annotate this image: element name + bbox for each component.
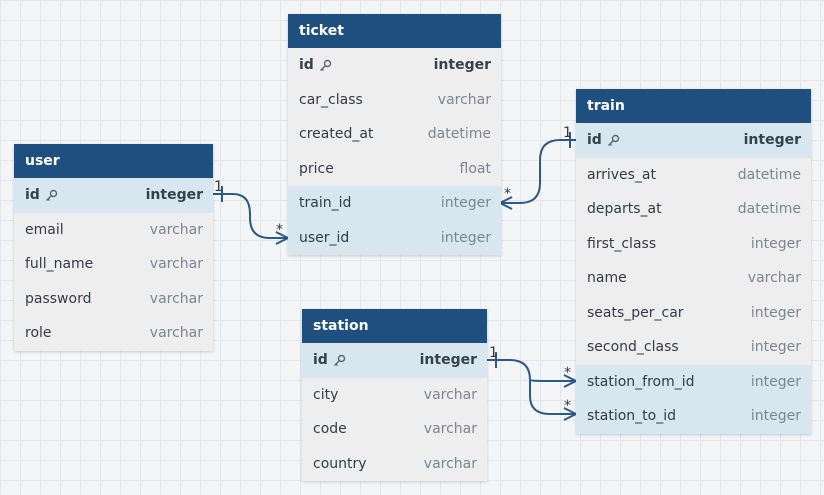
field-type: integer xyxy=(750,235,801,252)
field-name: car_class xyxy=(299,91,363,108)
field-name: arrives_at xyxy=(587,166,656,183)
field-name: seats_per_car xyxy=(587,304,684,321)
field-name: created_at xyxy=(299,126,374,143)
relation-train-station-from xyxy=(487,359,576,382)
field-name: id xyxy=(25,187,40,204)
field-row[interactable]: arrives_at datetime xyxy=(576,158,811,193)
field-name: station_to_id xyxy=(587,408,677,425)
field-row[interactable]: city varchar xyxy=(302,378,487,413)
table-station[interactable]: station id integer city varchar code var… xyxy=(302,309,487,481)
field-row[interactable]: id integer xyxy=(302,343,487,378)
field-row[interactable]: code varchar xyxy=(302,412,487,447)
field-type: integer xyxy=(750,408,801,425)
field-row[interactable]: role varchar xyxy=(14,316,213,351)
field-row[interactable]: id integer xyxy=(14,178,213,213)
cardinality-train-station-to-many: * xyxy=(564,398,571,414)
field-row[interactable]: id integer xyxy=(576,123,811,158)
table-station-header[interactable]: station xyxy=(302,309,487,343)
table-user-header[interactable]: user xyxy=(14,144,213,178)
cardinality-ticket-user-many: * xyxy=(276,222,283,238)
field-type: integer xyxy=(440,195,491,212)
table-ticket[interactable]: ticket id integer car_class varchar crea… xyxy=(288,14,501,255)
field-name: id xyxy=(587,132,602,149)
field-type: varchar xyxy=(423,386,477,403)
field-name: departs_at xyxy=(587,201,662,218)
field-type: varchar xyxy=(437,91,491,108)
field-type: datetime xyxy=(737,166,801,183)
field-row[interactable]: country varchar xyxy=(302,447,487,482)
field-type: varchar xyxy=(149,325,203,342)
field-name: id xyxy=(299,57,314,74)
field-row[interactable]: full_name varchar xyxy=(14,247,213,282)
field-type: integer xyxy=(750,304,801,321)
relation-train-station-to xyxy=(529,380,576,415)
field-type: integer xyxy=(433,57,491,74)
table-user[interactable]: user id integer email varchar full_name … xyxy=(14,144,213,351)
cardinality-ticket-user-one: 1 xyxy=(214,179,223,195)
field-name: code xyxy=(313,421,347,438)
field-type: integer xyxy=(145,187,203,204)
cardinality-ticket-train-many: * xyxy=(504,186,511,202)
field-row[interactable]: second_class integer xyxy=(576,330,811,365)
field-name: station_from_id xyxy=(587,373,695,390)
field-name: role xyxy=(25,325,52,342)
relation-ticket-train xyxy=(500,139,576,204)
field-row[interactable]: password varchar xyxy=(14,282,213,317)
field-type: float xyxy=(459,160,491,177)
field-type: varchar xyxy=(423,421,477,438)
key-icon xyxy=(45,189,58,202)
field-type: varchar xyxy=(149,256,203,273)
field-name: second_class xyxy=(587,339,679,356)
field-type: varchar xyxy=(149,221,203,238)
key-icon xyxy=(607,134,620,147)
cardinality-ticket-train-one: 1 xyxy=(563,125,572,141)
field-name: name xyxy=(587,270,627,287)
relation-ticket-user xyxy=(213,193,288,239)
field-row[interactable]: name varchar xyxy=(576,261,811,296)
field-row[interactable]: created_at datetime xyxy=(288,117,501,152)
field-row[interactable]: station_to_id integer xyxy=(576,399,811,434)
field-name: city xyxy=(313,386,339,403)
field-row[interactable]: departs_at datetime xyxy=(576,192,811,227)
table-train[interactable]: train id integer arrives_at datetime dep… xyxy=(576,89,811,434)
field-row[interactable]: user_id integer xyxy=(288,220,501,255)
field-type: integer xyxy=(419,352,477,369)
field-row[interactable]: car_class varchar xyxy=(288,83,501,118)
field-name: full_name xyxy=(25,256,94,273)
field-type: varchar xyxy=(149,290,203,307)
field-name: user_id xyxy=(299,229,350,246)
field-name: first_class xyxy=(587,235,657,252)
field-type: varchar xyxy=(747,270,801,287)
key-icon xyxy=(319,59,332,72)
field-row[interactable]: email varchar xyxy=(14,213,213,248)
table-ticket-header[interactable]: ticket xyxy=(288,14,501,48)
field-type: integer xyxy=(750,373,801,390)
cardinality-train-station-from-many: * xyxy=(564,365,571,381)
field-type: integer xyxy=(440,229,491,246)
field-name: country xyxy=(313,455,367,472)
field-row[interactable]: station_from_id integer xyxy=(576,364,811,399)
field-type: datetime xyxy=(737,201,801,218)
field-type: datetime xyxy=(427,126,491,143)
field-name: price xyxy=(299,160,334,177)
field-name: password xyxy=(25,290,92,307)
field-type: integer xyxy=(750,339,801,356)
field-type: varchar xyxy=(423,455,477,472)
field-name: email xyxy=(25,221,64,238)
field-name: id xyxy=(313,352,328,369)
cardinality-train-station-one: 1 xyxy=(489,345,498,361)
field-row[interactable]: id integer xyxy=(288,48,501,83)
field-row[interactable]: first_class integer xyxy=(576,227,811,262)
field-type: integer xyxy=(743,132,801,149)
field-row[interactable]: seats_per_car integer xyxy=(576,296,811,331)
table-train-header[interactable]: train xyxy=(576,89,811,123)
field-name: train_id xyxy=(299,195,352,212)
key-icon xyxy=(333,354,346,367)
field-row[interactable]: train_id integer xyxy=(288,186,501,221)
field-row[interactable]: price float xyxy=(288,152,501,187)
